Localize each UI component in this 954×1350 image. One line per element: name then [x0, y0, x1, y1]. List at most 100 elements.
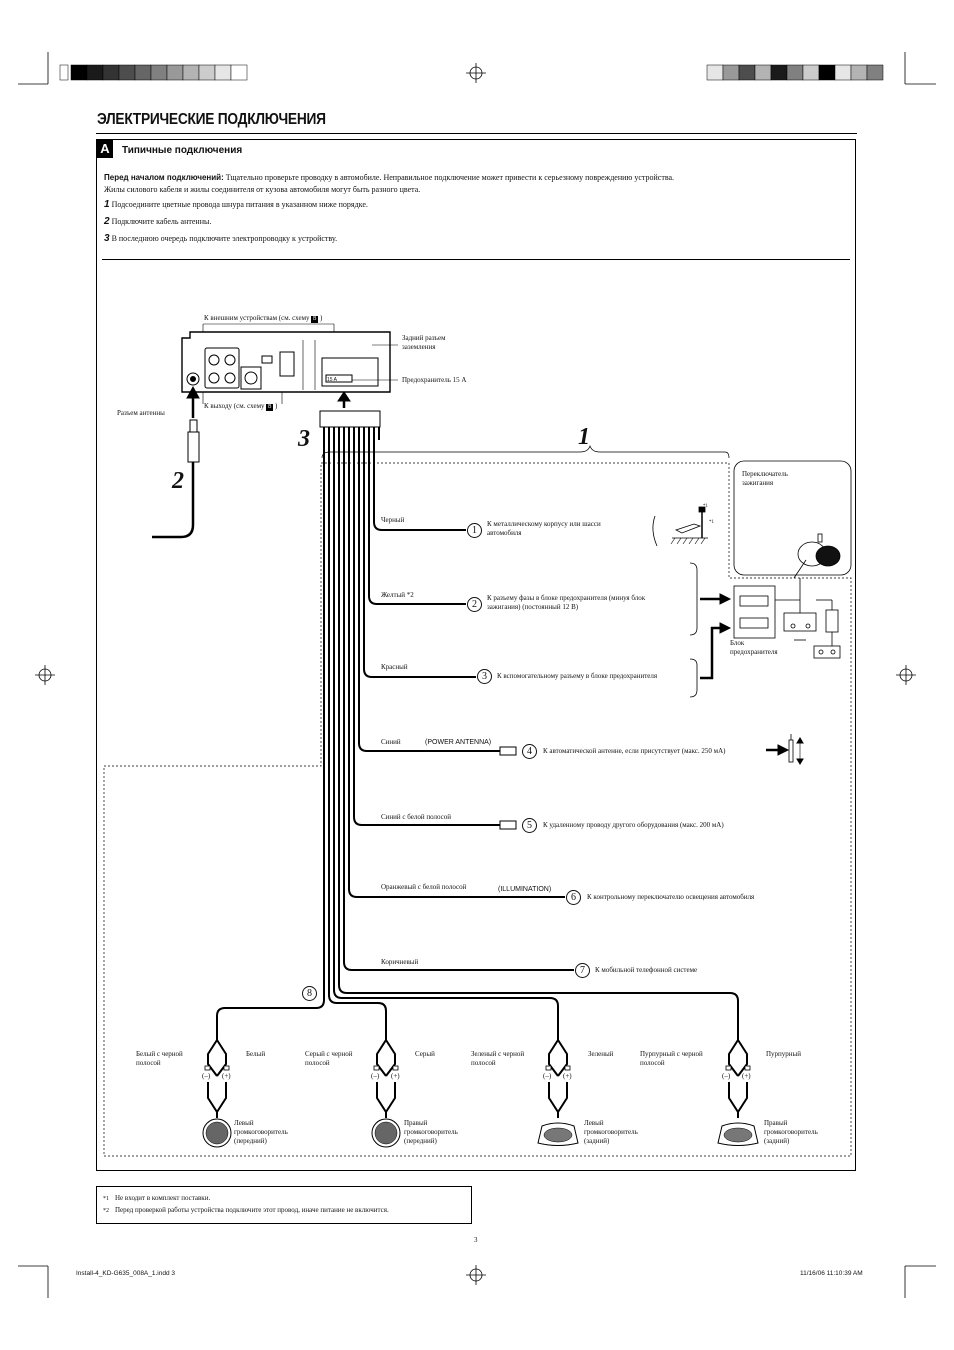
- terminal-plus: [564, 1065, 571, 1071]
- step-text: Подсоедините цветные провода шнура питан…: [111, 200, 368, 209]
- harness-dashed-outline: [103, 462, 852, 1157]
- step-text: В последнюю очередь подключите электропр…: [111, 234, 338, 243]
- wire-color-4: Синий: [381, 738, 401, 746]
- speaker-wires-number: 8: [302, 986, 317, 1001]
- speaker-cone: [723, 1127, 753, 1143]
- antenna-cable: [152, 419, 200, 539]
- speaker-assembly: [371, 1039, 401, 1148]
- wire-color-3: Красный: [381, 663, 408, 671]
- page-number: 3: [474, 1236, 478, 1244]
- power-antenna-icon: [766, 734, 804, 765]
- speaker-minus: (–): [543, 1072, 552, 1080]
- wire-color-1: Черный: [381, 516, 405, 524]
- steps-list: 1 Подсоедините цветные провода шнура пит…: [104, 199, 368, 250]
- speaker-minus: (–): [722, 1072, 731, 1080]
- wire-desc-6: К контрольному переключателю освещения а…: [587, 893, 755, 901]
- step-number: 2: [104, 216, 110, 227]
- not-supplied-mark-2: *1: [709, 520, 714, 525]
- wire-6: [348, 427, 565, 898]
- title-rule: [96, 133, 857, 134]
- step-1: 1 Подсоедините цветные провода шнура пит…: [104, 199, 368, 216]
- speaker-split-wires: [376, 1039, 396, 1077]
- chassis-ground-icon: [652, 506, 708, 547]
- callout-1: 1: [578, 424, 590, 450]
- terminal-plus: [223, 1065, 230, 1071]
- output-label: К выходу (см. схему B ): [204, 402, 278, 411]
- callout-3: 3: [298, 426, 310, 452]
- fuse-block: [733, 578, 841, 659]
- terminal-minus: [204, 1065, 211, 1071]
- speaker-plus: (+): [222, 1072, 231, 1080]
- harness-connector: [319, 410, 381, 428]
- fuse-arrows: [700, 593, 732, 680]
- wire-number-1: 1: [467, 523, 482, 538]
- speaker-wire: [216, 427, 325, 1040]
- step-number: 1: [104, 199, 110, 210]
- wire-desc-3: К вспомогательному разъему в блоке предо…: [497, 672, 658, 680]
- step-2: 2 Подключите кабель антенны.: [104, 216, 368, 233]
- wire-number-2: 2: [467, 597, 482, 612]
- diagram-ref-badge: B: [311, 316, 319, 323]
- speaker-wire: [328, 427, 387, 1040]
- fuse-small-label: 15 A: [327, 377, 338, 383]
- illumination-tag-text: ILLUMINATION: [500, 886, 549, 893]
- external-devices-label: К внешним устройствам (см. схему B ): [204, 314, 323, 323]
- footer-date: 11/16/06 11:10:39 AM: [800, 1270, 863, 1277]
- speaker-icons: [202, 1039, 759, 1148]
- terminal-plus: [744, 1065, 751, 1071]
- color-bar-right: [706, 64, 884, 81]
- speaker-lead-wires: [548, 1082, 568, 1118]
- connection-arrows: [186, 385, 351, 418]
- speaker-assembly: [202, 1039, 232, 1148]
- wire-2: [368, 427, 466, 605]
- color-swatch: [866, 64, 884, 81]
- intro-body: Тщательно проверьте проводку в автомобил…: [223, 173, 675, 182]
- intro-divider: [102, 259, 850, 260]
- not-supplied-mark-1: *1: [703, 504, 708, 509]
- wire-number-4: 4: [522, 744, 537, 759]
- fuse-block-label: Блок предохранителя: [730, 639, 778, 657]
- color-swatch: [59, 64, 69, 81]
- wire-color-6: Оранжевый с белой полосой: [381, 883, 467, 891]
- speaker-cone: [374, 1121, 398, 1145]
- speaker-minus: (–): [202, 1072, 211, 1080]
- speaker-plus: (+): [563, 1072, 572, 1080]
- wire-color-2: Желтый *2: [381, 591, 414, 599]
- speaker-cone: [205, 1121, 229, 1145]
- intro-line2: Жилы силового кабеля и жилы соединителя …: [104, 185, 421, 194]
- wire-plug: [499, 820, 517, 830]
- fuse-block-line2: предохранителя: [730, 648, 778, 656]
- diagram-ref-badge: B: [266, 404, 274, 411]
- wire-desc-4: К автоматической антенне, если присутств…: [543, 747, 726, 755]
- section-title: Типичные подключения: [122, 145, 243, 156]
- wire-desc-7: К мобильной телефонной системе: [595, 966, 698, 974]
- wire-3: [363, 427, 476, 678]
- footer-file: Install-4_KD-G635_008A_1.indd 3: [76, 1270, 176, 1277]
- speaker-assembly: [537, 1039, 579, 1146]
- wire-desc-line1: К разъему фазы в блоке предохранителя (м…: [487, 594, 646, 602]
- speaker-minus: (–): [371, 1072, 380, 1080]
- terminal-plus: [392, 1065, 399, 1071]
- page-title: ЭЛЕКТРИЧЕСКИЕ ПОДКЛЮЧЕНИЯ: [97, 111, 326, 128]
- step-number: 3: [104, 233, 110, 244]
- speaker-plus: (+): [391, 1072, 400, 1080]
- speaker-pos-color: Зеленый: [588, 1050, 614, 1058]
- ignition-key-icon: [793, 533, 841, 579]
- rear-ground-line1: Задний разъем: [402, 334, 446, 342]
- terminal-minus: [545, 1065, 552, 1071]
- wire-plug: [499, 746, 517, 756]
- terminal-minus: [373, 1065, 380, 1071]
- speaker-lead-wires: [728, 1082, 748, 1118]
- ignition-line1: Переключатель: [742, 470, 788, 478]
- step-text: Подключите кабель антенны.: [111, 217, 212, 226]
- wire-desc-line2: зажигания) (постоянный 12 В): [487, 603, 579, 611]
